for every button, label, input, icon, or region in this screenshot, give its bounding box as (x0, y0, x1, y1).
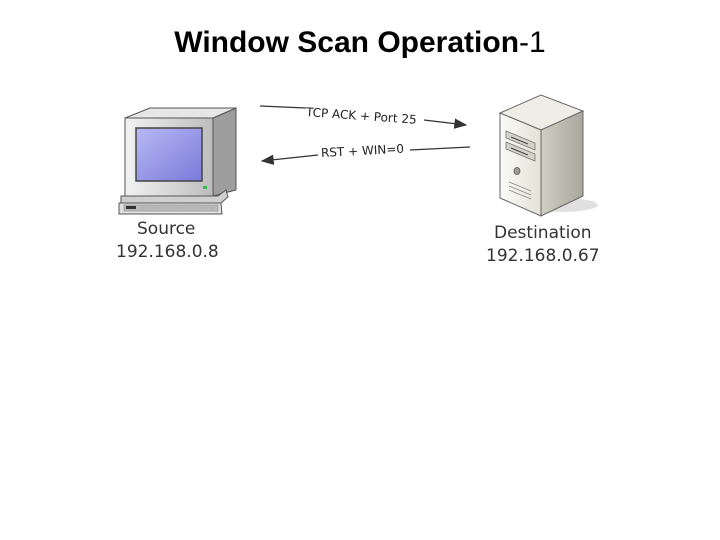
source-name-label: Source (137, 219, 195, 239)
destination-name-label: Destination (494, 223, 592, 243)
desktop-computer-icon (119, 108, 236, 214)
source-ip-label: 192.168.0.8 (116, 242, 219, 262)
destination-ip-label: 192.168.0.67 (486, 246, 600, 266)
server-tower-icon (500, 95, 598, 216)
